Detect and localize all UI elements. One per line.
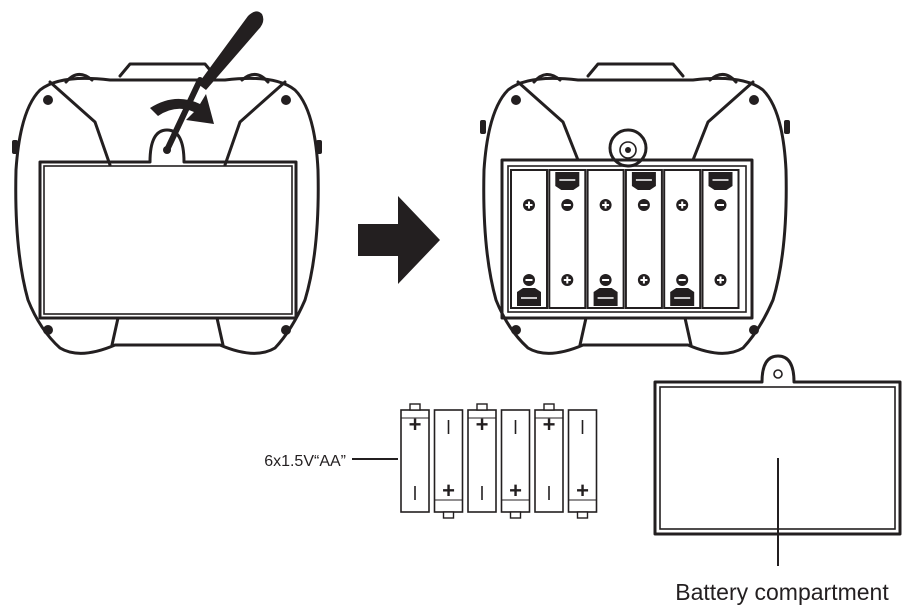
spring-contact-icon	[708, 172, 733, 190]
minus-terminal-icon	[676, 274, 689, 286]
aa-battery: +	[534, 403, 564, 513]
battery-cover-closed	[38, 128, 298, 320]
minus-terminal-icon	[523, 274, 535, 286]
battery-slot	[701, 169, 740, 309]
right-grip-line	[223, 80, 287, 167]
plus-sign: +	[509, 478, 522, 503]
side-button-left	[480, 120, 486, 134]
plus-sign: +	[476, 412, 489, 437]
minus-terminal-icon	[599, 274, 612, 286]
plus-terminal-icon	[599, 199, 612, 211]
battery-slot	[586, 169, 625, 309]
battery-slot	[548, 169, 587, 309]
spring-contact-icon	[593, 288, 618, 306]
top-handle	[118, 62, 217, 78]
plus-terminal-icon	[676, 199, 689, 211]
left-grip-line	[516, 80, 580, 162]
aa-battery: +	[500, 409, 531, 519]
bottom-line-left	[578, 316, 588, 347]
plus-sign: +	[543, 412, 556, 437]
rotate-arrow-icon	[150, 94, 214, 124]
aa-battery: +	[433, 409, 464, 519]
plus-sign: +	[576, 478, 589, 503]
bottom-line-right	[683, 316, 693, 347]
batteries-label: 6x1.5V“AA”	[264, 453, 346, 470]
aa-battery: +	[467, 403, 497, 513]
battery-slots	[510, 169, 740, 309]
plus-terminal-icon	[637, 274, 650, 286]
screwdriver-icon	[164, 11, 264, 153]
minus-terminal-icon	[637, 199, 650, 211]
cover-inner-edge	[43, 165, 293, 315]
minus-terminal-icon	[561, 199, 574, 211]
aa-battery: +	[400, 403, 430, 513]
plus-terminal-icon	[561, 274, 574, 286]
plus-terminal-icon	[523, 199, 535, 211]
bottom-line-left	[110, 316, 120, 347]
controller-body	[14, 76, 320, 355]
plus-sign: +	[442, 478, 455, 503]
battery-compartment-open	[500, 158, 754, 320]
battery-slot	[510, 169, 548, 309]
right-grip-line	[691, 80, 755, 162]
top-handle	[586, 62, 685, 78]
battery-slot	[624, 169, 663, 309]
spring-contact-icon	[631, 172, 656, 190]
plus-sign: +	[409, 412, 422, 437]
aa-batteries: + + + + + +	[400, 403, 598, 519]
side-button-right	[316, 140, 322, 154]
controller-closed	[12, 11, 322, 355]
aa-battery: +	[567, 409, 598, 519]
compartment-inner-edge	[507, 165, 747, 313]
minus-terminal-icon	[714, 199, 727, 211]
bottom-line-right	[215, 316, 225, 347]
compartment-label: Battery compartment	[675, 579, 889, 605]
battery-slot	[663, 169, 702, 309]
spring-contact-icon	[517, 288, 541, 306]
controller-open	[480, 62, 790, 355]
controller-body	[482, 76, 788, 355]
spring-contact-icon	[555, 172, 580, 190]
plus-terminal-icon	[714, 274, 727, 286]
left-grip-line	[48, 80, 112, 167]
screw-icon	[43, 95, 291, 335]
right-arrow-icon	[358, 196, 440, 284]
side-button-right	[784, 120, 790, 134]
side-button-left	[12, 140, 18, 154]
screw-icon	[511, 95, 759, 335]
spring-contact-icon	[670, 288, 695, 306]
